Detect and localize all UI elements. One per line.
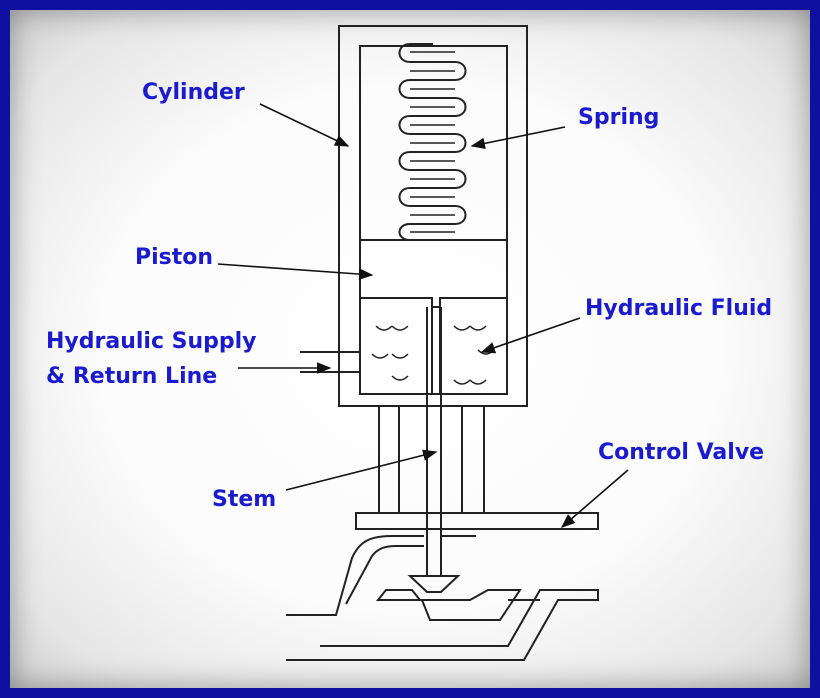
- cylinder-inner-wall: [359, 45, 508, 395]
- piston-label: Piston: [135, 245, 214, 270]
- valve-bonnet-plate: [355, 512, 599, 530]
- supply-line-label-1: Hydraulic Supply: [46, 329, 257, 354]
- control-valve-label: Control Valve: [598, 440, 765, 465]
- valve-body-upper: [286, 535, 476, 616]
- piston-arrow: [217, 263, 374, 280]
- supply-pipe: [300, 351, 360, 373]
- stem-guide-left: [359, 298, 433, 394]
- stem-label: Stem: [212, 487, 277, 512]
- spring: [398, 43, 467, 241]
- hydraulic-fluid-label: Hydraulic Fluid: [585, 296, 773, 321]
- cylinder-arrow: [259, 103, 350, 147]
- hydraulic-fluid-arrow: [480, 317, 581, 354]
- stem-arrow: [285, 449, 438, 491]
- cylinder-outer-wall: [338, 25, 528, 407]
- yoke-left: [378, 406, 400, 513]
- valve-plug: [407, 575, 461, 593]
- spring-label: Spring: [578, 105, 660, 130]
- supply-line-label-2: & Return Line: [46, 364, 218, 389]
- control-valve-arrow: [560, 469, 629, 528]
- stem: [426, 307, 442, 576]
- piston: [359, 239, 508, 308]
- yoke-right: [461, 406, 485, 513]
- spring-arrow: [470, 126, 566, 150]
- valve-body-lower: [286, 589, 599, 661]
- cylinder-label: Cylinder: [142, 80, 245, 105]
